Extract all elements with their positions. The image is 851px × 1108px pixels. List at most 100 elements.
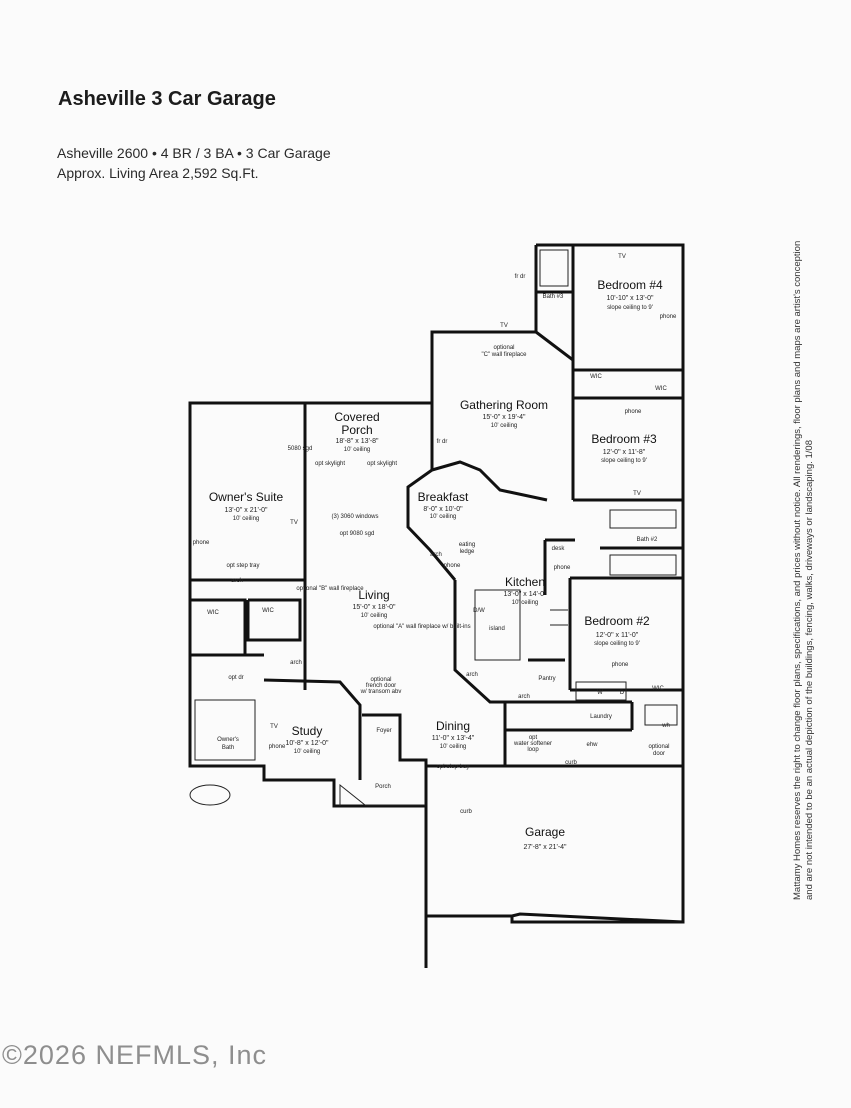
svg-text:eating: eating (459, 542, 475, 548)
svg-text:opt: opt (529, 735, 538, 741)
svg-text:15'-0" x 19'-4": 15'-0" x 19'-4" (482, 414, 526, 421)
svg-text:27'-8" x 21'-4": 27'-8" x 21'-4" (523, 844, 567, 851)
room-dining: Dining 11'-0" x 13'-4" 10' ceiling (432, 719, 475, 750)
disclaimer-text: Mattamy Homes reserves the right to chan… (792, 240, 815, 900)
svg-text:arch: arch (518, 694, 530, 700)
svg-text:opt step tray: opt step tray (226, 563, 259, 569)
plan-summary: Asheville 2600 • 4 BR / 3 BA • 3 Car Gar… (57, 145, 331, 161)
svg-text:island: island (489, 626, 505, 632)
svg-text:10' ceiling: 10' ceiling (233, 516, 260, 522)
svg-text:Living: Living (358, 588, 389, 602)
svg-text:10' ceiling: 10' ceiling (440, 744, 467, 750)
room-front-porch: Porch (375, 784, 391, 790)
svg-text:15'-0" x 18'-0": 15'-0" x 18'-0" (352, 604, 396, 611)
svg-text:TV: TV (633, 491, 641, 497)
plan-notes: TV fr dr TV optional "C" wall fireplace … (193, 254, 677, 815)
svg-text:Porch: Porch (341, 423, 372, 437)
svg-text:opt skylight: opt skylight (315, 461, 345, 467)
svg-text:water softener: water softener (513, 741, 552, 747)
svg-text:optional: optional (648, 744, 669, 750)
room-bath-2: Bath #2 (637, 537, 658, 543)
svg-text:Covered: Covered (334, 410, 379, 424)
room-kitchen: Kitchen 13'-0" x 14'-0" 10' ceiling (503, 575, 547, 606)
svg-text:13'-0" x 14'-0": 13'-0" x 14'-0" (503, 591, 547, 598)
interior-walls (190, 245, 683, 806)
svg-text:W: W (597, 690, 603, 696)
svg-text:8'-0" x 10'-0": 8'-0" x 10'-0" (423, 506, 463, 513)
svg-text:10'-8" x 12'-0": 10'-8" x 12'-0" (285, 740, 329, 747)
svg-text:12'-0" x 11'-8": 12'-0" x 11'-8" (603, 449, 646, 456)
svg-text:10'-10" x 13'-0": 10'-10" x 13'-0" (607, 295, 654, 302)
svg-text:Breakfast: Breakfast (418, 490, 469, 504)
svg-text:phone: phone (554, 565, 571, 571)
svg-text:desk: desk (552, 546, 566, 552)
room-living: Living 15'-0" x 18'-0" 10' ceiling (352, 588, 396, 619)
svg-text:Bedroom #3: Bedroom #3 (591, 432, 657, 446)
svg-text:arch: arch (466, 672, 478, 678)
svg-text:Garage: Garage (525, 825, 565, 839)
svg-text:D/W: D/W (473, 608, 485, 614)
svg-text:WIC: WIC (262, 608, 274, 614)
svg-text:12'-0" x 11'-0": 12'-0" x 11'-0" (596, 632, 639, 639)
svg-text:phone: phone (612, 662, 629, 668)
svg-text:fr dr: fr dr (515, 274, 526, 280)
room-bedroom-3: Bedroom #3 12'-0" x 11'-8" slope ceiling… (591, 432, 657, 464)
svg-text:ehw: ehw (586, 742, 598, 748)
svg-text:5080 sgd: 5080 sgd (288, 446, 313, 452)
svg-text:phone: phone (625, 409, 642, 415)
svg-text:door: door (653, 751, 665, 757)
room-study: Study 10'-8" x 12'-0" 10' ceiling (285, 724, 329, 755)
room-garage: Garage 27'-8" x 21'-4" (523, 825, 567, 851)
svg-text:opt dr: opt dr (228, 675, 243, 681)
svg-text:10' ceiling: 10' ceiling (512, 600, 539, 606)
svg-text:10' ceiling: 10' ceiling (430, 514, 457, 520)
room-owners-suite: Owner's Suite 13'-0" x 21'-0" 10' ceilin… (209, 490, 284, 522)
svg-text:slope ceiling to 9': slope ceiling to 9' (601, 458, 647, 464)
room-covered-porch: Covered Porch 18'-8" x 13'-8" 10' ceilin… (334, 410, 379, 453)
svg-text:curb: curb (565, 760, 577, 766)
svg-text:slope ceiling to 9': slope ceiling to 9' (607, 305, 653, 311)
svg-text:Dining: Dining (436, 719, 470, 733)
svg-text:(3) 3060 windows: (3) 3060 windows (331, 514, 378, 520)
watermark: ©2026 NEFMLS, Inc (2, 1040, 267, 1070)
svg-text:phone: phone (269, 744, 286, 750)
room-bedroom-4: Bedroom #4 10'-10" x 13'-0" slope ceilin… (597, 278, 663, 311)
svg-text:Bedroom #2: Bedroom #2 (584, 614, 650, 628)
svg-text:10' ceiling: 10' ceiling (361, 613, 388, 619)
svg-text:11'-0" x 13'-4": 11'-0" x 13'-4" (432, 735, 475, 742)
svg-text:Bath: Bath (222, 745, 234, 751)
svg-text:ledge: ledge (460, 549, 475, 555)
room-pantry: Pantry (538, 676, 555, 682)
svg-text:arch: arch (430, 552, 442, 558)
room-foyer: Foyer (376, 728, 391, 734)
svg-text:optional: optional (493, 345, 514, 351)
svg-text:loop: loop (527, 747, 539, 753)
plan-title: Asheville 3 Car Garage (58, 88, 276, 110)
svg-text:optional: optional (370, 677, 391, 683)
svg-text:10' ceiling: 10' ceiling (344, 447, 371, 453)
svg-text:opt skylight: opt skylight (367, 461, 397, 467)
room-owners-bath: Owner's Bath (217, 737, 239, 751)
room-breakfast: Breakfast 8'-0" x 10'-0" 10' ceiling (418, 490, 469, 520)
living-area: Approx. Living Area 2,592 Sq.Ft. (57, 165, 259, 181)
svg-text:D: D (620, 690, 625, 696)
fixtures (189, 249, 678, 806)
svg-text:WIC: WIC (207, 610, 219, 616)
svg-text:arch: arch (231, 578, 243, 584)
svg-text:"C" wall fireplace: "C" wall fireplace (482, 352, 528, 358)
svg-text:optional "A" wall fireplace w/: optional "A" wall fireplace w/ built-ins (373, 624, 470, 630)
svg-text:10' ceiling: 10' ceiling (294, 749, 321, 755)
svg-text:wh: wh (661, 723, 670, 729)
svg-text:arch: arch (290, 660, 302, 666)
room-bedroom-2: Bedroom #2 12'-0" x 11'-0" slope ceiling… (584, 614, 650, 647)
svg-text:WIC: WIC (655, 386, 667, 392)
svg-text:TV: TV (270, 724, 278, 730)
svg-text:fr dr: fr dr (437, 439, 448, 445)
svg-text:curb: curb (460, 809, 472, 815)
svg-text:Owner's: Owner's (217, 737, 239, 743)
svg-text:Bedroom #4: Bedroom #4 (597, 278, 663, 292)
svg-text:phone: phone (193, 540, 210, 546)
svg-text:slope ceiling to 9': slope ceiling to 9' (594, 641, 640, 647)
svg-text:13'-0" x 21'-0": 13'-0" x 21'-0" (224, 507, 268, 514)
